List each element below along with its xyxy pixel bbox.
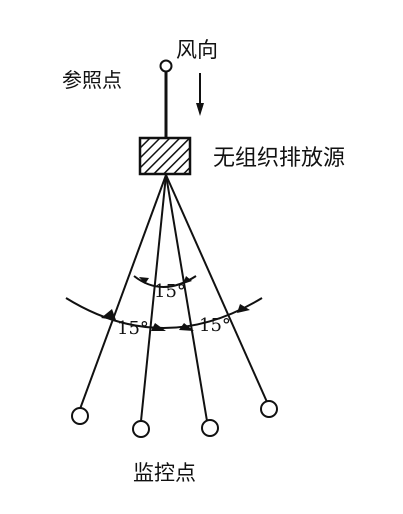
monitor-line-3 <box>165 174 208 422</box>
monitor-point-3 <box>201 419 219 437</box>
monitor-point-1 <box>71 407 89 425</box>
wind-direction-label: 风向 <box>176 38 218 62</box>
reference-point-label: 参照点 <box>62 68 122 92</box>
reference-point-circle <box>159 59 173 73</box>
lower-arc-arrow-center-right <box>179 323 194 331</box>
monitor-point-2 <box>132 420 150 438</box>
monitor-line-4 <box>165 174 268 403</box>
emission-source-label: 无组织排放源 <box>213 146 346 171</box>
upper-arc-arrow-left <box>139 277 149 284</box>
lower-arc-arrow-left <box>101 309 116 320</box>
upper-arc-arrow-right <box>183 276 192 284</box>
monitor-line-1 <box>79 174 167 410</box>
angle-label-center: 15° <box>154 281 186 302</box>
angle-label-right: 15° <box>199 315 231 336</box>
monitor-point-4 <box>260 400 278 418</box>
emission-source-box <box>138 136 192 176</box>
angle-label-left: 15° <box>117 318 149 339</box>
monitor-line-2 <box>140 174 167 422</box>
lower-arc-arrow-right <box>237 304 250 313</box>
monitoring-points-label: 监控点 <box>133 461 196 485</box>
wind-arrow-head <box>196 103 204 116</box>
lower-arc-arrow-center-left <box>151 323 166 331</box>
